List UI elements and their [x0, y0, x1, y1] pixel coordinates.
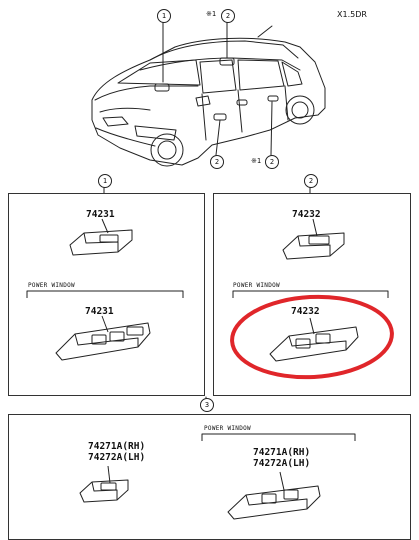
part-number-74271a-rh-right: 74271A(RH): [253, 447, 311, 458]
panel-section-1: [8, 193, 205, 396]
power-window-label-3: POWER WINDOW: [204, 425, 251, 432]
section-1-callout: 1: [98, 174, 112, 188]
callout-2-bottom-right-prefix: ※1: [251, 157, 262, 165]
callout-1-top: 1: [157, 9, 171, 23]
callout-2-top: 2: [221, 9, 235, 23]
section-2-callout: 2: [304, 174, 318, 188]
part-number-74272a-lh-left: 74272A(LH): [88, 452, 146, 463]
part-number-74232-power-window: 74232: [291, 306, 320, 317]
scale-label: X1.5DR: [337, 10, 367, 19]
part-number-74272a-lh-right: 74272A(LH): [253, 458, 311, 469]
callout-2-bottom-right: 2: [265, 155, 279, 169]
section-3-callout: 3: [200, 398, 214, 412]
power-window-label-2: POWER WINDOW: [233, 282, 280, 289]
part-number-74232-top: 74232: [292, 209, 321, 220]
part-number-74231-top: 74231: [86, 209, 115, 220]
part-number-74271a-rh-left: 74271A(RH): [88, 441, 146, 452]
power-window-label-1: POWER WINDOW: [28, 282, 75, 289]
part-number-74231-power-window: 74231: [85, 306, 114, 317]
highlight-ellipse: [230, 294, 394, 380]
panel-section-2: [213, 193, 411, 396]
callout-2-top-prefix: ※1: [206, 10, 217, 18]
panel-section-3: [8, 414, 411, 540]
callout-2-bottom-left: 2: [210, 155, 224, 169]
